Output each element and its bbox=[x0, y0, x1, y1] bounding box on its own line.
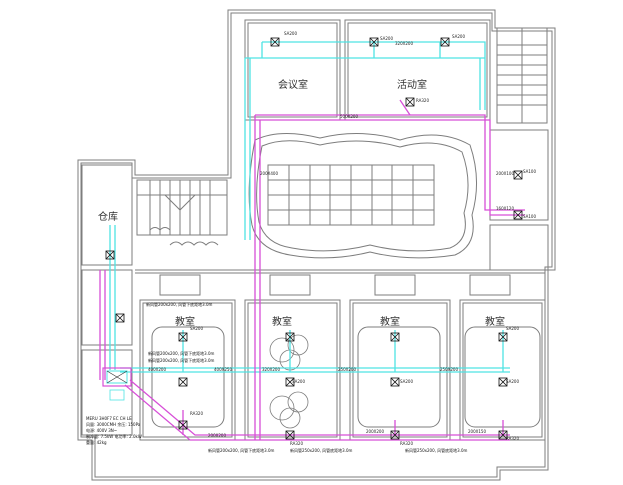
room-label-warehouse: 仓库 bbox=[98, 210, 118, 223]
diffuser-outlet-icon bbox=[498, 430, 508, 440]
outlet-tag: SA200 bbox=[190, 326, 203, 331]
outlet-tag: RA320 bbox=[506, 436, 519, 441]
diffuser-outlet-icon bbox=[270, 37, 280, 47]
trees bbox=[269, 334, 309, 429]
outlet-tag: RA320 bbox=[290, 441, 303, 446]
duct-size-tag: 200X400 bbox=[260, 171, 278, 176]
outlet-tag: RA320 bbox=[190, 411, 203, 416]
outlet-tag: SA200 bbox=[452, 34, 465, 39]
outlet-tag: RA320 bbox=[416, 98, 429, 103]
annotation-note: 新风管200x200, 风管下底距地3.0m bbox=[146, 301, 213, 307]
outlet-tag: SA200 bbox=[506, 379, 519, 384]
outlet-tag: SA200 bbox=[292, 379, 305, 384]
diffuser-outlet-icon bbox=[285, 332, 295, 342]
return-duct-network bbox=[99, 99, 525, 441]
diffuser-outlet-icon bbox=[178, 420, 188, 430]
equipment-spec: 制冷量: 7.5kW 电功率: 2.0kW bbox=[86, 433, 142, 439]
duct-size-tag: 160X120 bbox=[496, 206, 514, 211]
duct-size-tag: 320X200 bbox=[262, 367, 280, 372]
room-label-classroom-3: 教室 bbox=[380, 315, 400, 328]
duct-size-tag: 200X200 bbox=[366, 429, 384, 434]
duct-size-tag: 250X200 bbox=[338, 367, 356, 372]
duct-size-tag: 320X200 bbox=[395, 41, 413, 46]
annotation-note: 新风管250x200, 风管底距地3.0m bbox=[290, 447, 353, 453]
courtyard bbox=[149, 132, 478, 259]
equipment-spec: 风量: 3000CMH 余压: 150Pa bbox=[86, 421, 141, 427]
diffuser-outlet-icon bbox=[498, 332, 508, 342]
diffuser-outlet-icon bbox=[513, 170, 523, 180]
diffuser-outlet-icon bbox=[369, 37, 379, 47]
duct-size-tag: 400X200 bbox=[148, 367, 166, 372]
building-walls bbox=[77, 9, 556, 481]
duct-size-tag: 200X100 bbox=[496, 171, 514, 176]
annotation-note: 新风管250x200, 风管底距地3.0m bbox=[405, 447, 468, 453]
outlet-tag: SA200 bbox=[400, 379, 413, 384]
air-handling-unit bbox=[102, 367, 132, 401]
equipment-spec: 电源: 400V 3N~ bbox=[86, 427, 117, 433]
outlet-tag: SA200 bbox=[506, 326, 519, 331]
outlet-tag: SA100 bbox=[523, 214, 536, 219]
diffuser-outlet-icon bbox=[498, 377, 508, 387]
duct-size-tag: 200X150 bbox=[468, 429, 486, 434]
room-label-classroom-1: 教室 bbox=[175, 315, 195, 328]
diffuser-outlet-icon bbox=[440, 37, 450, 47]
room-label-meeting: 会议室 bbox=[278, 78, 308, 91]
outlet-tag: SA100 bbox=[523, 169, 536, 174]
duct-size-tag: 500X200 bbox=[340, 114, 358, 119]
annotation-note: 新风管200x200, 风管下底距地3.0m bbox=[148, 357, 215, 363]
diffuser-outlet-icon bbox=[285, 430, 295, 440]
diffuser-outlet-icon bbox=[105, 250, 115, 260]
diffuser-outlet-icon bbox=[178, 377, 188, 387]
room-label-activity: 活动室 bbox=[397, 78, 427, 91]
annotation-note: 新风管200x200, 风管下底距地3.0m bbox=[208, 447, 275, 453]
outlet-tag: RA320 bbox=[400, 441, 413, 446]
diffuser-outlet-icon bbox=[405, 97, 415, 107]
duct-size-tag: 200X200 bbox=[208, 433, 226, 438]
equipment-spec: 重量: 42kg bbox=[86, 439, 107, 445]
diffuser-outlet-icon bbox=[390, 377, 400, 387]
equipment-model: MERU 3H0F7 EC CH LE bbox=[86, 416, 132, 421]
room-label-classroom-4: 教室 bbox=[485, 315, 505, 328]
outlet-tag: SA200 bbox=[284, 31, 297, 36]
diffuser-outlet-icon bbox=[513, 210, 523, 220]
diffuser-outlet-icon bbox=[390, 430, 400, 440]
diffuser-outlet-icon bbox=[115, 313, 125, 323]
diffuser-outlet-icon bbox=[178, 332, 188, 342]
duct-size-tag: 400X250 bbox=[214, 367, 232, 372]
room-label-classroom-2: 教室 bbox=[272, 315, 292, 328]
annotation-note: 新风管200x200, 风管下底距地3.0m bbox=[148, 350, 215, 356]
diffuser-outlet-icon bbox=[285, 377, 295, 387]
diffuser-outlets bbox=[105, 37, 523, 440]
diffuser-outlet-icon bbox=[390, 332, 400, 342]
outlet-tag: SA200 bbox=[380, 36, 393, 41]
duct-size-tag: 250X200 bbox=[440, 367, 458, 372]
